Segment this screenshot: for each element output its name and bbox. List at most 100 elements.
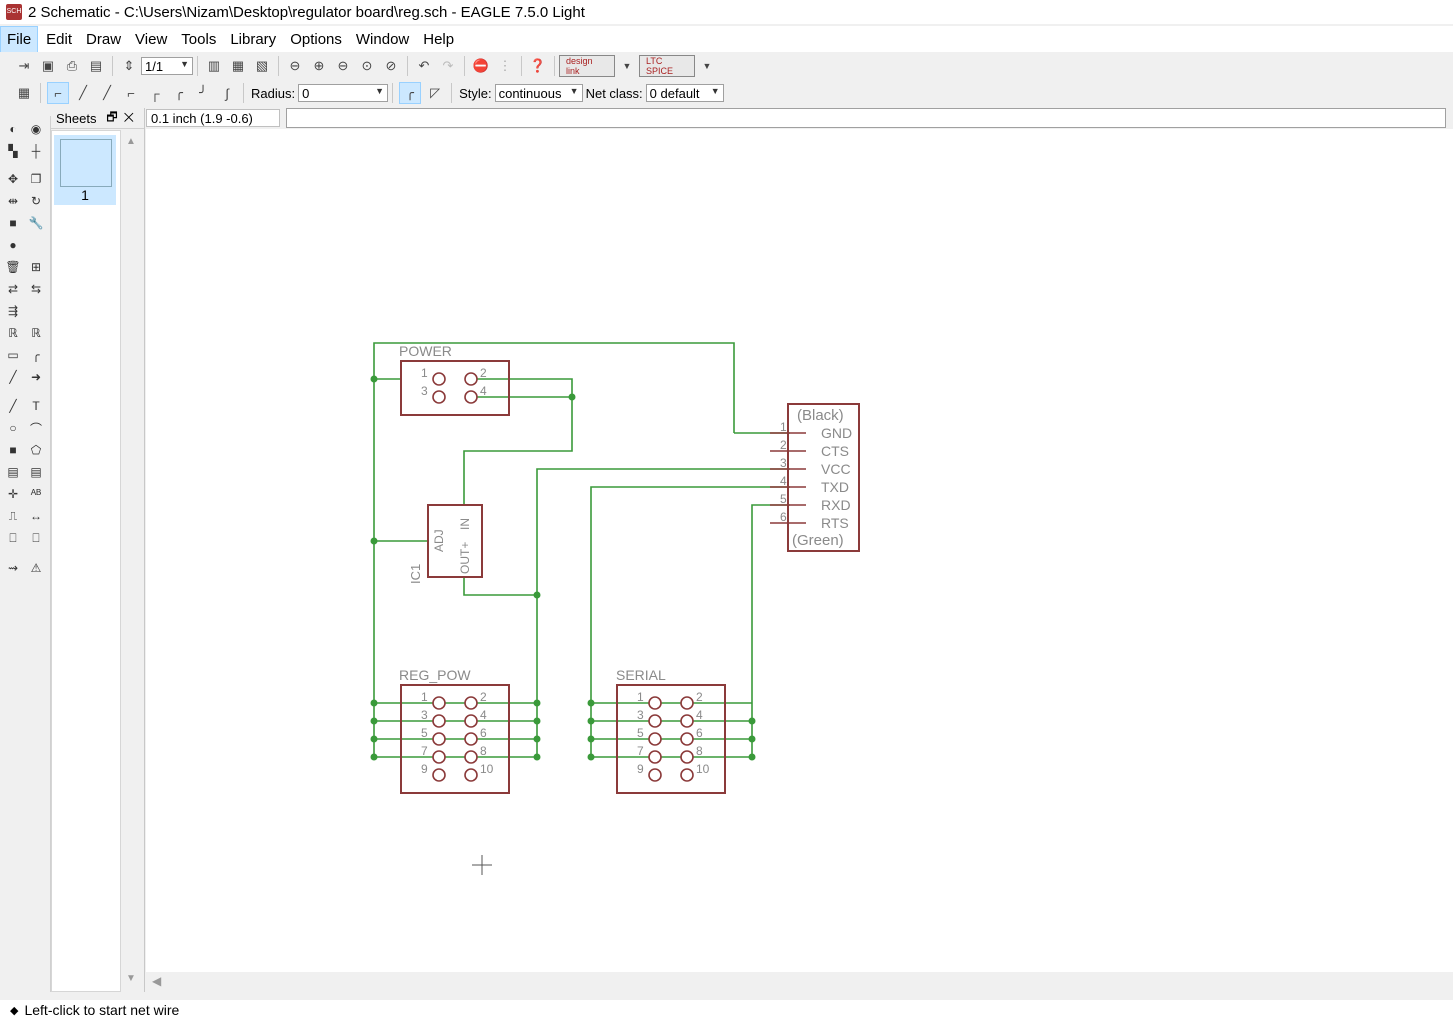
bend-style-1-icon[interactable]: ╱ [79,85,87,100]
stop-icon[interactable]: ⛔ [472,58,490,73]
replace-icon[interactable]: ⇆ [30,282,42,296]
dimension-icon[interactable]: ↔ [30,509,42,523]
sheet-icon[interactable]: ⇕ [123,58,135,73]
pin-label: 2 [480,690,487,704]
change-icon[interactable]: 🔧 [28,216,44,230]
paste-icon[interactable]: ● [9,238,17,252]
schematic-drawing[interactable]: POWER 1 2 3 4 IC1 ADJ IN OUT+ REG_POW [146,129,1453,972]
open-icon[interactable]: ⇥ [18,58,30,73]
menu-help[interactable]: Help [423,30,455,48]
junction [748,735,756,743]
split-icon[interactable]: ╱ [9,370,17,384]
wire-icon[interactable]: ╱ [9,399,17,413]
schematic-canvas[interactable]: POWER 1 2 3 4 IC1 ADJ IN OUT+ REG_POW [146,129,1453,972]
status-diamond-icon: ◆ [10,1004,19,1017]
sheet-thumbnail[interactable]: 1 [54,135,116,205]
menu-window[interactable]: Window [355,30,410,48]
designlink-dropdown-icon[interactable]: ▼ [622,61,632,71]
bend-style-5-icon[interactable]: ╭ [175,85,183,100]
menu-tools[interactable]: Tools [181,30,217,48]
redo-icon[interactable]: ↷ [442,58,454,73]
rotate-icon[interactable]: ↻ [30,194,42,208]
menu-library[interactable]: Library [230,30,277,48]
junction-icon[interactable]: ✛ [7,487,19,501]
script-icon[interactable]: ▦ [231,58,245,73]
grid-icon[interactable]: ▦ [17,85,31,100]
zoom-fit-icon[interactable]: ⊖ [289,58,301,73]
smash-icon[interactable]: ▭ [7,348,19,362]
menu-view[interactable]: View [135,30,168,48]
info-icon[interactable]: ◐ [9,122,17,136]
gateswap-icon[interactable]: ⇶ [7,304,19,318]
menu-file[interactable]: File [0,25,39,53]
netclass-select[interactable]: 0 default▼ [645,84,724,102]
arc-icon[interactable]: ⌒ [29,421,42,436]
delete-icon[interactable]: 🗑 [5,260,21,274]
bend-style-3-icon[interactable]: ⌐ [127,85,135,101]
erc-icon[interactable]: ⇝ [7,561,19,575]
miter-round-icon[interactable]: ╭ [399,82,422,104]
value-icon[interactable]: ℝ [31,326,41,340]
bend-style-0-icon[interactable]: ⌐ [47,82,69,104]
miter-icon[interactable]: ╭ [32,348,40,362]
undo-icon[interactable]: ↶ [418,58,430,73]
attribute-icon[interactable]: ⎍ [8,508,18,523]
help-icon[interactable]: ❓ [529,58,547,73]
name-icon[interactable]: ℝ [8,326,18,340]
net-icon[interactable]: ▤ [30,465,42,479]
command-input[interactable] [286,108,1446,128]
style-select[interactable]: continuous▼ [494,84,583,102]
show-icon[interactable]: ◉ [30,122,42,136]
scroll-down-icon[interactable]: ▼ [126,973,136,984]
pinswap-icon[interactable]: ⇄ [7,282,19,296]
radius-select[interactable]: 0▼ [298,84,389,102]
canvas-hscrollbar[interactable]: ◀ [146,972,1453,992]
warning-icon[interactable]: ⚠ [30,561,42,575]
board-icon[interactable]: ▧ [255,58,269,73]
scroll-up-icon[interactable]: ▲ [126,136,136,147]
text-icon[interactable]: T [32,399,40,413]
polygon-icon[interactable]: ⬠ [30,443,42,457]
invoke-icon[interactable]: ➜ [30,370,42,384]
ltspice-dropdown-icon[interactable]: ▼ [702,61,712,71]
add-icon[interactable]: ⊞ [30,260,42,274]
menu-options[interactable]: Options [290,30,342,48]
menu-edit[interactable]: Edit [46,30,73,48]
sheet-select[interactable]: 1/1▼ [141,57,193,75]
scroll-left-icon[interactable]: ◀ [152,974,162,988]
group-icon[interactable]: ■ [9,216,17,230]
cam-icon[interactable]: ▤ [89,58,103,73]
bend-style-6-icon[interactable]: ╯ [199,85,207,100]
bend-style-4-icon[interactable]: ┌ [150,85,160,101]
zoom-in-icon[interactable]: ⊕ [313,58,325,73]
bus-icon[interactable]: ▤ [7,465,19,479]
save-icon[interactable]: ▣ [41,58,55,73]
pad [432,768,446,782]
bend-style-2-icon[interactable]: ╱ [103,85,111,100]
zoom-previous-icon[interactable]: ⊘ [385,58,397,73]
circle-icon[interactable]: ○ [9,421,17,435]
frame-icon[interactable]: ⎕ [9,530,17,545]
designlink-button[interactable]: design link [559,55,615,77]
close-icon[interactable]: ✕ [123,109,140,124]
move-icon[interactable]: ✥ [7,172,19,186]
mirror-icon[interactable]: ⇹ [7,194,19,208]
ulp-icon[interactable]: ▥ [207,58,221,73]
module-icon[interactable]: ⎕ [32,530,40,545]
mark-icon[interactable]: ┼ [31,144,41,158]
miter-straight-icon[interactable]: ◸ [430,85,441,100]
float-icon[interactable]: 🗗 [106,109,124,124]
sheets-scrollbar[interactable]: ▲ ▼ [121,130,141,990]
print-icon[interactable]: ⎙ [66,58,78,73]
label-icon[interactable]: ᴬᴮ [30,487,42,501]
copy-icon[interactable]: ❐ [30,172,42,186]
rect-icon[interactable]: ■ [9,443,17,457]
menu-draw[interactable]: Draw [86,30,122,48]
display-icon[interactable]: ▚ [8,144,18,158]
go-icon[interactable]: ⋮ [498,58,512,73]
zoom-out-icon[interactable]: ⊖ [337,58,349,73]
bend-style-7-icon[interactable]: ∫ [225,85,229,101]
pin-label: 4 [696,708,703,722]
zoom-select-icon[interactable]: ⊙ [361,58,373,73]
ltspice-button[interactable]: LTC SPICE [639,55,695,77]
